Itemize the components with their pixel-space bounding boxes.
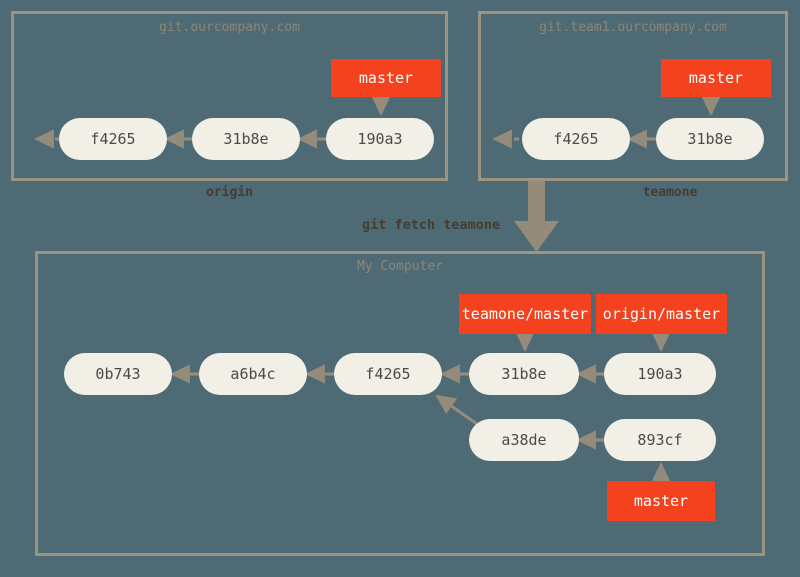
commit-local-190a3[interactable]: 190a3 <box>604 353 716 395</box>
branch-local-master[interactable]: master <box>607 481 715 521</box>
branch-local-origin-master[interactable]: origin/master <box>596 294 727 334</box>
branch-teamone-master[interactable]: master <box>661 59 771 97</box>
branch-local-teamone-master[interactable]: teamone/master <box>459 294 591 334</box>
panel-my-computer <box>35 251 765 556</box>
branch-origin-master[interactable]: master <box>331 59 441 97</box>
panel-my-computer-title: My Computer <box>356 259 444 274</box>
commit-origin-f4265[interactable]: f4265 <box>59 118 167 160</box>
panel-teamone-server <box>478 11 788 181</box>
panel-teamone-title: git.team1.ourcompany.com <box>539 20 727 35</box>
commit-teamone-f4265[interactable]: f4265 <box>522 118 630 160</box>
panel-teamone-caption: teamone <box>642 185 698 200</box>
commit-origin-190a3[interactable]: 190a3 <box>326 118 434 160</box>
panel-origin-title: git.ourcompany.com <box>159 20 300 35</box>
commit-local-f4265[interactable]: f4265 <box>334 353 442 395</box>
commit-local-a6b4c[interactable]: a6b4c <box>199 353 307 395</box>
command-label: git fetch teamone <box>362 217 501 233</box>
commit-teamone-31b8e[interactable]: 31b8e <box>656 118 764 160</box>
commit-local-a38de[interactable]: a38de <box>469 419 579 461</box>
commit-local-31b8e[interactable]: 31b8e <box>469 353 579 395</box>
arrow-fetch-flow <box>514 180 559 252</box>
commit-local-893cf[interactable]: 893cf <box>604 419 716 461</box>
commit-origin-31b8e[interactable]: 31b8e <box>192 118 300 160</box>
panel-origin-caption: origin <box>206 185 253 200</box>
panel-origin-server <box>11 11 448 181</box>
commit-local-0b743[interactable]: 0b743 <box>64 353 172 395</box>
